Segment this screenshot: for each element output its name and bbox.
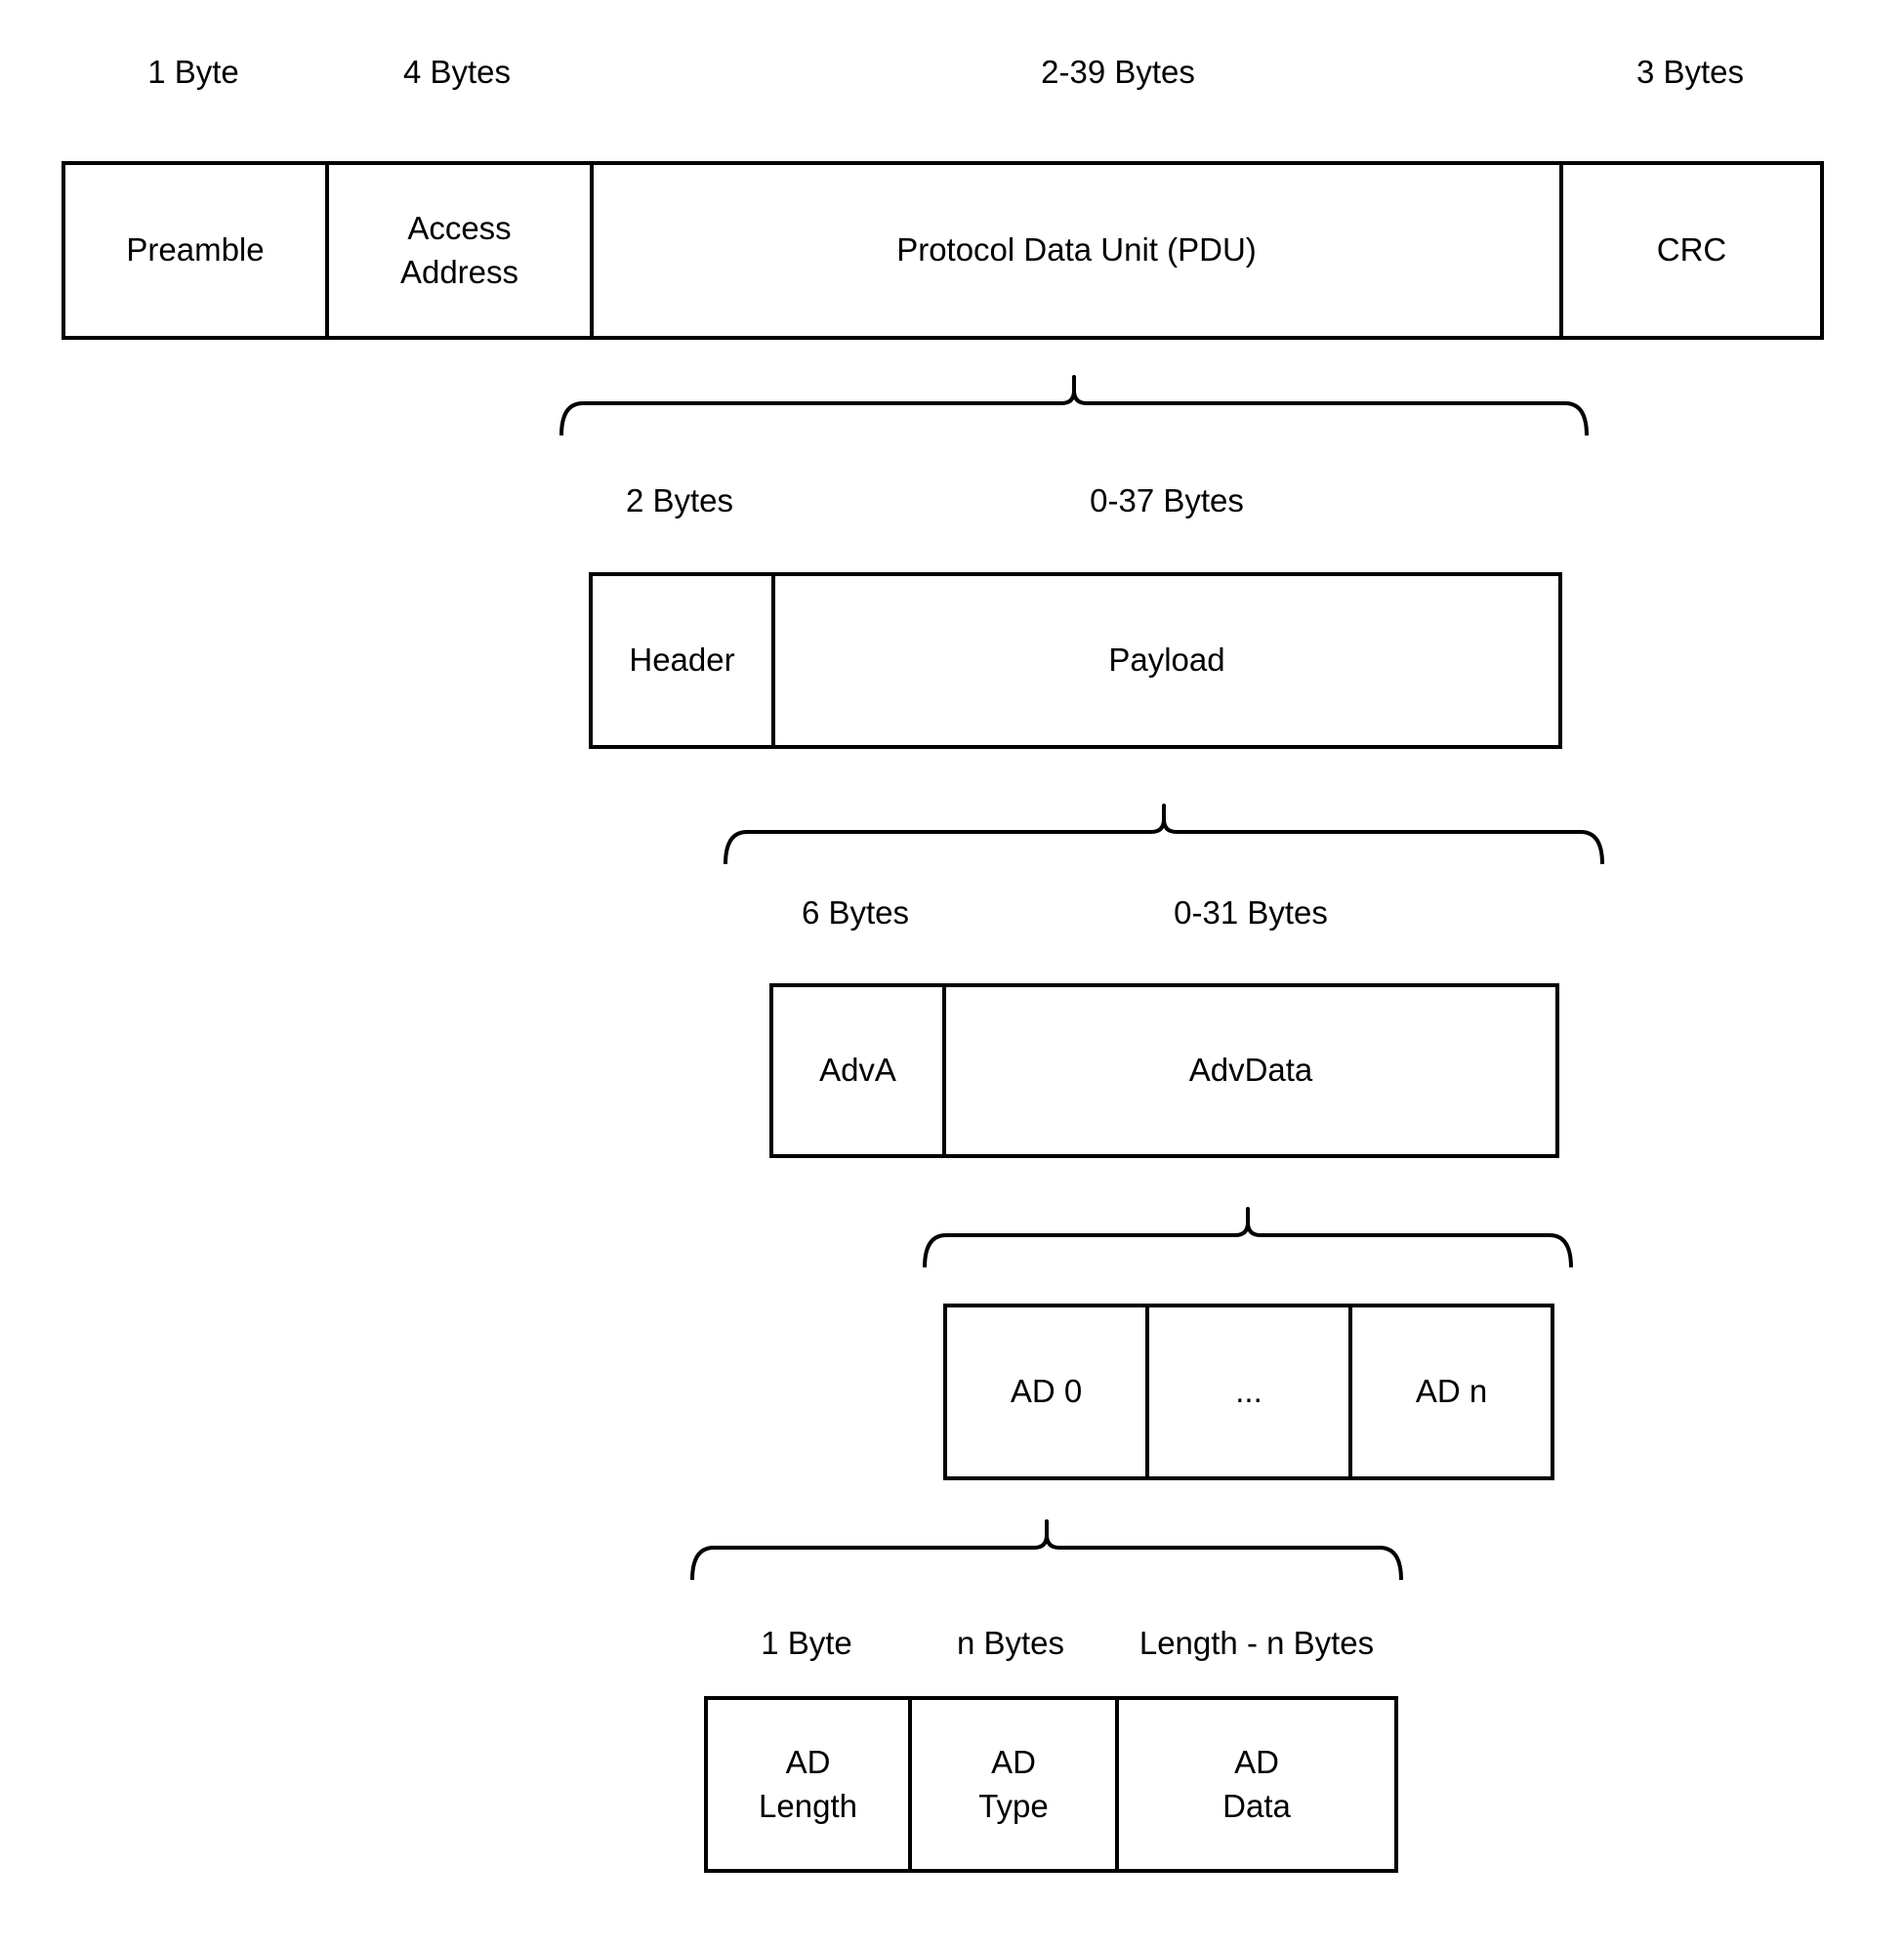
- cell-access-address: Access Address: [325, 165, 590, 336]
- cell-ad-data: AD Data: [1115, 1700, 1394, 1869]
- cell-ad-type: AD Type: [908, 1700, 1115, 1869]
- cell-preamble: Preamble: [126, 231, 265, 269]
- cell-adn: AD n: [1348, 1307, 1551, 1476]
- brace-ad0: [690, 1519, 1403, 1581]
- cell-adva: AdvA: [819, 1052, 896, 1089]
- brace-payload: [724, 804, 1604, 865]
- brace-pdu: [559, 375, 1589, 436]
- byte-label-ad-length: 1 Byte: [761, 1625, 852, 1661]
- ad-structure-row: AD Length AD Type AD Data: [704, 1696, 1398, 1873]
- cell-ad0: AD 0: [1010, 1373, 1083, 1410]
- cell-ad-ellipsis: ...: [1145, 1307, 1348, 1476]
- byte-label-ad-data: Length - n Bytes: [1138, 1625, 1375, 1661]
- byte-label-header: 2 Bytes: [625, 482, 734, 518]
- cell-payload: Payload: [771, 576, 1558, 745]
- cell-pdu: Protocol Data Unit (PDU): [590, 165, 1559, 336]
- byte-label-access-address: 4 Bytes: [402, 54, 512, 90]
- cell-ad-length: AD Length: [759, 1743, 857, 1824]
- cell-advdata: AdvData: [942, 987, 1555, 1154]
- byte-label-pdu: 2-39 Bytes: [1041, 54, 1195, 90]
- payload-row: AdvA AdvData: [769, 983, 1559, 1158]
- advdata-row: AD 0 ... AD n: [943, 1304, 1554, 1480]
- byte-label-advdata: 0-31 Bytes: [1174, 894, 1328, 931]
- packet-row: Preamble Access Address Protocol Data Un…: [62, 161, 1824, 340]
- byte-label-payload: 0-37 Bytes: [1090, 482, 1244, 518]
- byte-label-crc: 3 Bytes: [1635, 54, 1745, 90]
- brace-advdata: [923, 1207, 1573, 1268]
- byte-label-preamble: 1 Byte: [147, 54, 239, 90]
- byte-label-ad-type: n Bytes: [956, 1625, 1065, 1661]
- cell-crc: CRC: [1559, 165, 1820, 336]
- pdu-row: Header Payload: [589, 572, 1562, 749]
- byte-label-adva: 6 Bytes: [801, 894, 910, 931]
- cell-header: Header: [629, 642, 735, 679]
